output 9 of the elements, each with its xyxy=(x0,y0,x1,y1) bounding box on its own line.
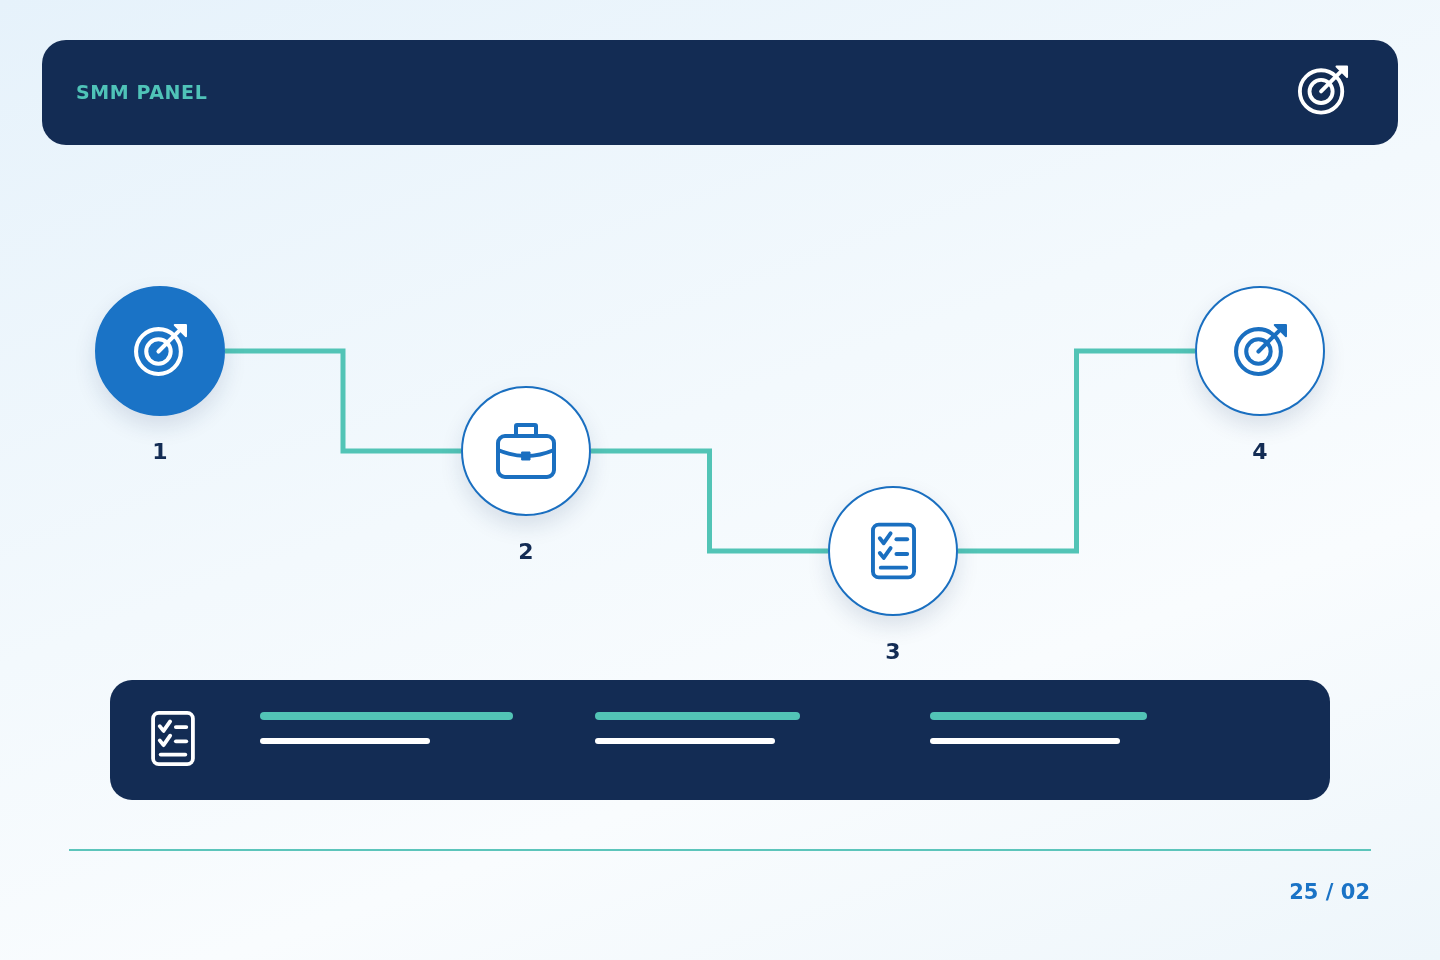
step-number: 3 xyxy=(884,639,902,665)
page-number: 25 / 02 xyxy=(1289,879,1370,905)
step-number: 1 xyxy=(151,439,169,465)
connector-line xyxy=(225,348,461,454)
connector-line xyxy=(591,448,828,554)
header-title: SMM PANEL xyxy=(76,80,208,104)
connector-line xyxy=(958,348,1195,554)
step-number: 2 xyxy=(517,539,535,565)
step-number: 4 xyxy=(1251,439,1269,465)
